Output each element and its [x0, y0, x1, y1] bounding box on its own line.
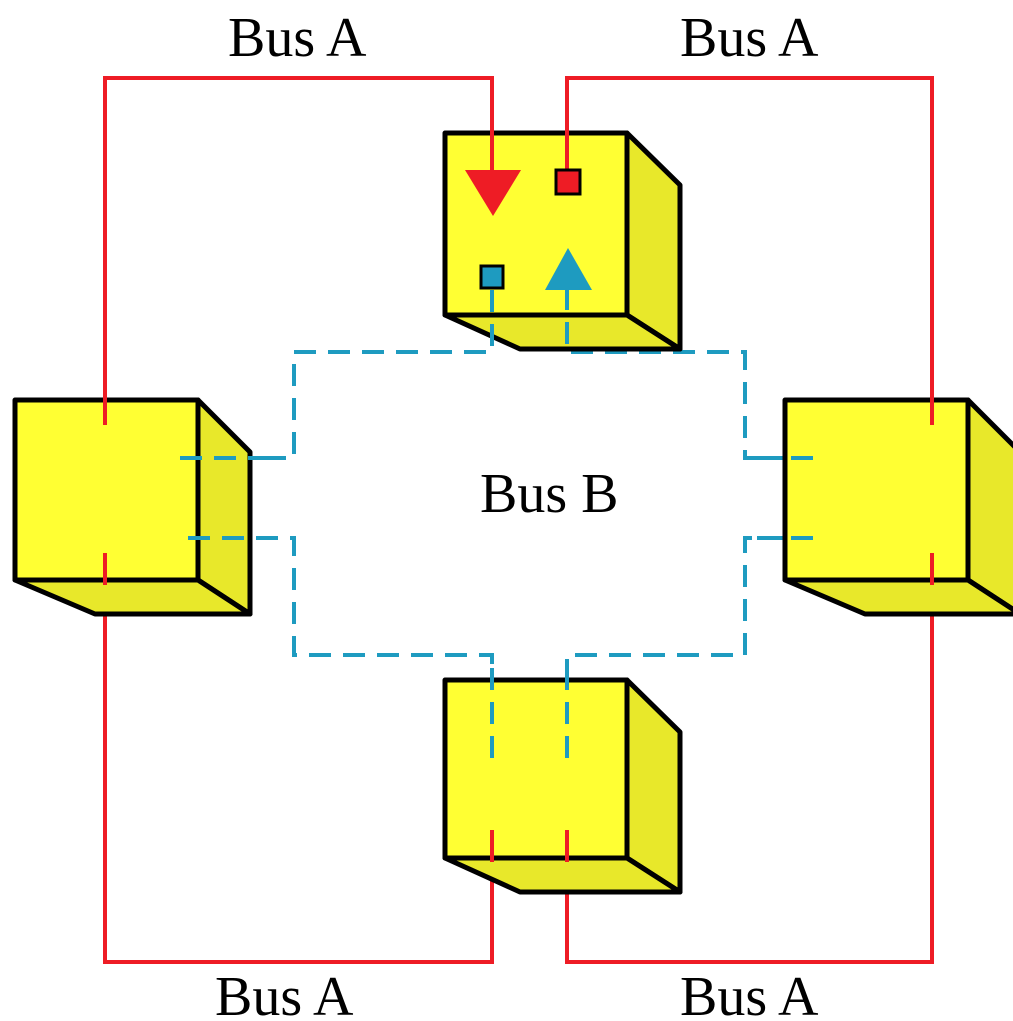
red-down-triangle-icon [465, 170, 521, 216]
node-right [782, 397, 1013, 617]
bus-a-label-top-left: Bus A [228, 7, 367, 69]
node-left [12, 397, 253, 617]
bus-a-top-left-line [103, 76, 494, 425]
node-right-bottom-face [782, 577, 1013, 617]
blue-square-icon [479, 264, 505, 290]
bus-a-top-right-line [565, 76, 934, 425]
bus-b-label: Bus B [480, 463, 619, 525]
bus-a-label-bottom-right: Bus A [680, 966, 819, 1021]
node-left-front-face [12, 397, 201, 583]
node-top-front-face [442, 130, 630, 318]
node-bottom [442, 677, 683, 895]
node-bottom-front-face [442, 677, 630, 861]
bus-a-label-top-right: Bus A [680, 7, 819, 69]
red-square-icon [554, 168, 582, 196]
node-top [442, 130, 683, 352]
node-right-front-face [782, 397, 971, 583]
node-left-side-face [195, 397, 253, 617]
bus-a-label-bottom-left: Bus A [215, 966, 354, 1021]
bus-a-node-stubs [103, 128, 934, 862]
bus-a-lines [103, 76, 934, 964]
bus-a-bottom-left-line [103, 553, 494, 964]
bus-a-bottom-right-line [565, 553, 934, 964]
node-top-side-face [624, 130, 683, 352]
blue-up-triangle-icon [545, 248, 592, 290]
bus-b-node-stubs [180, 288, 820, 760]
